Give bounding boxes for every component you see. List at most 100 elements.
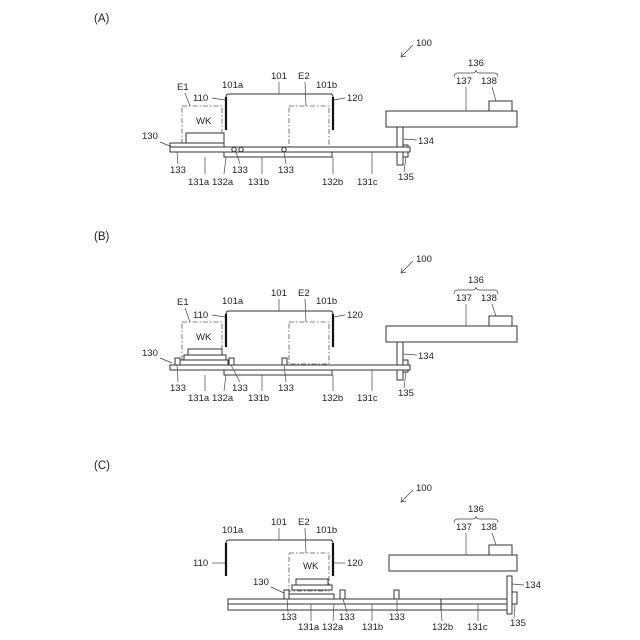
panel-label: (A) [94,13,110,25]
carriage [170,143,224,147]
label-chamber: 101 [271,517,287,528]
label-base-a: 131a [188,177,210,188]
label-pins: 133 [170,383,186,394]
rail-lower-section [224,152,332,157]
label-region-left: E1 [177,82,189,93]
label-door-right-label: 101b [316,80,337,91]
label-joint-b: 132b [432,622,453,633]
label-door-left: 110 [193,310,208,321]
workpiece [186,133,224,143]
transfer-unit-block [489,316,512,326]
label-carriage: 130 [253,577,269,588]
drive-column [397,342,403,380]
leader-motor [514,604,515,618]
label-base-c: 131c [357,393,378,404]
workpiece [184,355,226,360]
base-frame [228,604,510,610]
transfer-unit-body [386,111,517,127]
label-pins: 133 [232,165,248,176]
label-motor: 135 [398,172,414,183]
label-unit-left: 137 [456,76,472,87]
label-device: 100 [416,254,432,265]
panel-b: (B) 100 136 137 138 134 135 101 101a 101… [94,231,517,404]
pin [340,590,345,599]
roller [239,147,243,151]
label-base-a: 131a [188,393,210,404]
label-motor: 135 [398,388,414,399]
label-door-left-label: 101a [222,525,244,536]
label-pins: 133 [339,612,355,623]
pin [284,590,289,599]
label-device: 100 [416,483,432,494]
leader-region-right [305,299,306,322]
label-workpiece: WK [303,561,319,572]
leader-region-left [185,308,190,322]
label-pins: 133 [278,165,294,176]
transfer-unit-block [489,545,512,555]
label-unit-right: 138 [481,293,497,304]
label-base-b: 131b [362,622,383,633]
rail [170,365,410,370]
panel-label: (B) [94,231,110,243]
leader-drive [403,139,417,140]
workpiece-top [296,579,328,585]
label-pins: 133 [232,383,248,394]
panel-a: (A) 100 136 137 138 134 135 101 101a 101… [94,13,517,188]
label-unit-right: 138 [481,76,497,87]
rail [170,147,410,152]
leader-unit-right [492,533,496,545]
pin [229,358,234,365]
workpiece-top [188,349,222,355]
label-pins: 133 [278,383,294,394]
label-pins: 133 [170,165,186,176]
label-door-right: 120 [347,558,363,569]
label-carriage: 130 [142,348,158,359]
transfer-unit-body [386,326,517,342]
label-unit-left: 137 [456,293,472,304]
pin [175,358,180,365]
label-workpiece: WK [196,116,212,127]
label-door-left-label: 101a [222,296,244,307]
leader-door-right [334,98,345,100]
leader-region-left [185,93,190,106]
label-joint-b: 132b [322,177,343,188]
label-device: 100 [416,38,432,49]
label-door-left-label: 101a [222,80,244,91]
drive-column [507,576,512,614]
label-unit: 136 [468,275,484,286]
leader-device [401,490,413,502]
label-carriage: 130 [142,131,158,142]
leader-carriage [271,587,284,593]
leader-door-right [334,315,345,317]
label-chamber: 101 [271,71,287,82]
transfer-unit-block [489,101,512,111]
label-pins: 133 [281,612,297,623]
carriage [180,360,228,365]
leader-drive [512,584,524,585]
label-base-a: 131a [298,622,320,633]
label-workpiece: WK [196,332,212,343]
label-unit-right: 138 [481,522,497,533]
label-region-right: E2 [298,288,310,299]
label-region-right: E2 [298,517,310,528]
label-drive: 134 [418,351,434,362]
panel-label: (C) [94,460,110,472]
transfer-unit-body [389,555,517,571]
label-region-right: E2 [298,71,310,82]
motor-block [512,592,517,604]
label-unit: 136 [468,58,484,69]
label-base-b: 131b [248,393,269,404]
label-base-c: 131c [357,177,378,188]
panel-c: (C) 100 136 137 138 101 101a 101b 110 12… [94,460,541,633]
leader-drive [403,354,417,355]
leader-unit-right [492,304,496,316]
label-door-right: 120 [347,310,363,321]
label-pins: 133 [389,612,405,623]
label-joint-a: 132a [322,622,344,633]
rail-lower-section [224,370,332,375]
leader-region-right [305,528,306,553]
label-base-b: 131b [248,177,269,188]
carriage [284,594,334,599]
roller [282,147,286,151]
